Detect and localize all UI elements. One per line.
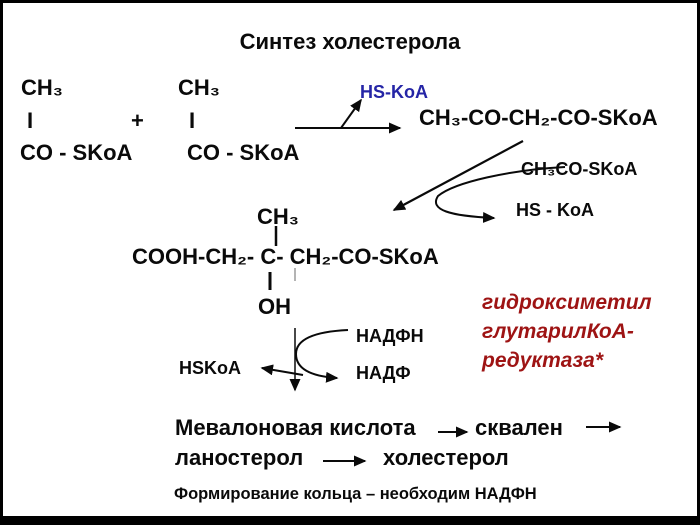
pathway-lanosterol: ланостерол <box>175 445 304 470</box>
label-hs-koa-released: HS-KoA <box>360 82 428 102</box>
reactant-left-methyl: CH₃ <box>21 75 63 100</box>
reactant-right-acyl: CO - SKoA <box>187 140 300 165</box>
label-hskoa: HSKoA <box>179 358 241 378</box>
arrow-condensation-byproduct <box>340 98 362 129</box>
reactant-right-methyl: CH₃ <box>178 75 220 100</box>
label-hs-koa-out: HS - KoA <box>516 200 594 220</box>
label-acetyl-coa-in: CH₃CO-SKoA <box>521 159 638 179</box>
label-acetoacetyl-coa: CH₃-CO-CH₂-CO-SKoA <box>419 105 658 130</box>
pathway-mevalonate: Мевалоновая кислота <box>175 415 416 440</box>
reactant-left-acyl: CO - SKoA <box>20 140 133 165</box>
hmg-backbone: COOH-CH₂- C- CH₂-CO-SKoA <box>132 244 439 269</box>
enzyme-annotation: гидроксиметил глутарилКоА- редуктаза* <box>482 288 652 375</box>
pathway-cholesterol: холестерол <box>383 445 509 470</box>
enzyme-line-2: глутарилКоА- <box>482 320 634 343</box>
hmg-hydroxyl: OH <box>258 294 291 319</box>
arrow-second-condensation <box>392 140 524 211</box>
curve-substrate-byproduct <box>435 166 566 223</box>
curve-nadph-nadp <box>294 329 349 383</box>
footnote-ring-formation: Формирование кольца – необходим НАДФН <box>174 485 537 503</box>
plus-sign: + <box>131 108 144 133</box>
page-title: Синтез холестерола <box>239 29 461 54</box>
pathway-squalene: сквален <box>475 415 563 440</box>
reactant-right-bond: I <box>189 108 196 133</box>
hmg-methyl: CH₃ <box>257 204 299 229</box>
label-nadp: НАДФ <box>356 363 411 383</box>
reactant-left-bond: I <box>27 108 34 133</box>
arrow-hskoa-out <box>260 364 304 376</box>
label-nadph: НАДФН <box>356 326 424 346</box>
enzyme-line-3: редуктаза* <box>482 349 603 372</box>
enzyme-line-1: гидроксиметил <box>482 291 652 314</box>
